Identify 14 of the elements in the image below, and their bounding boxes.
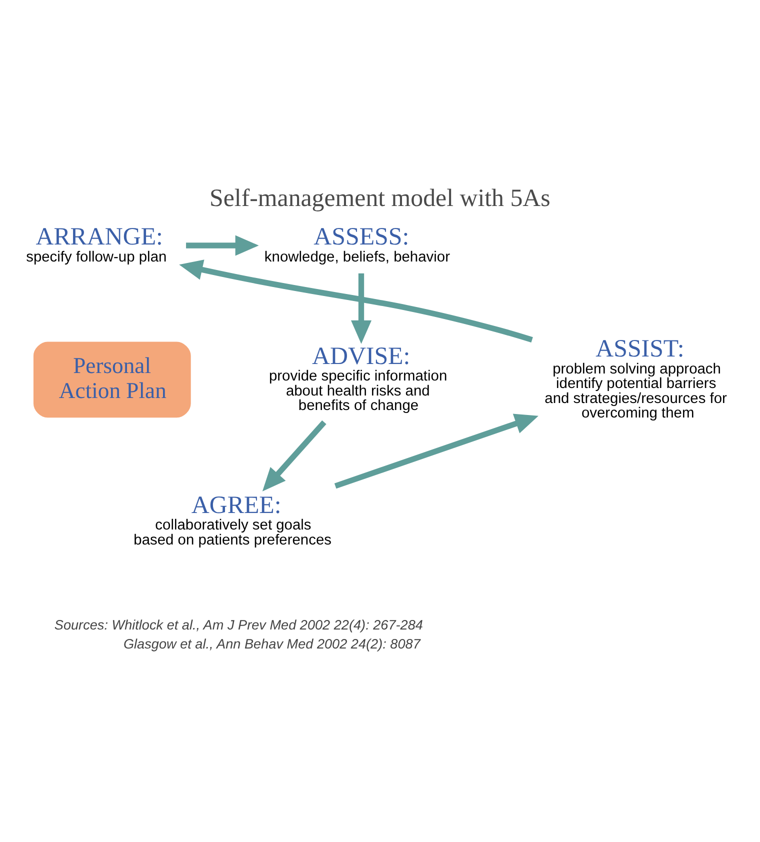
node-box: Personal Action Plan	[32, 342, 190, 418]
node-text: ASSIST: problem solving approach identify potential barriers and strategies/resources for overcoming them	[544, 336, 726, 422]
node-text: ARRANGE: specify follow-up plan	[26, 223, 166, 266]
label: Sources: Whitlock et al., Am J Prev Med 2002 22(4): 267-284	[54, 617, 422, 632]
node-text: AGREE: collaboratively set goals based on patients preferences	[133, 492, 331, 548]
node-text: ASSESS: knowledge, beliefs, behavior	[264, 223, 450, 266]
label: Glasgow et al., Ann Behav Med 2002 24(2): 8087	[122, 636, 420, 652]
arrow	[262, 420, 326, 492]
arrow	[186, 235, 258, 256]
arrow	[178, 260, 532, 343]
arrow	[350, 273, 372, 344]
diagram-title: Self-management model with 5As	[209, 184, 550, 212]
node-text: ADVISE: provide specific information about health risks and benefits of change	[268, 342, 447, 414]
arrow	[334, 414, 538, 489]
